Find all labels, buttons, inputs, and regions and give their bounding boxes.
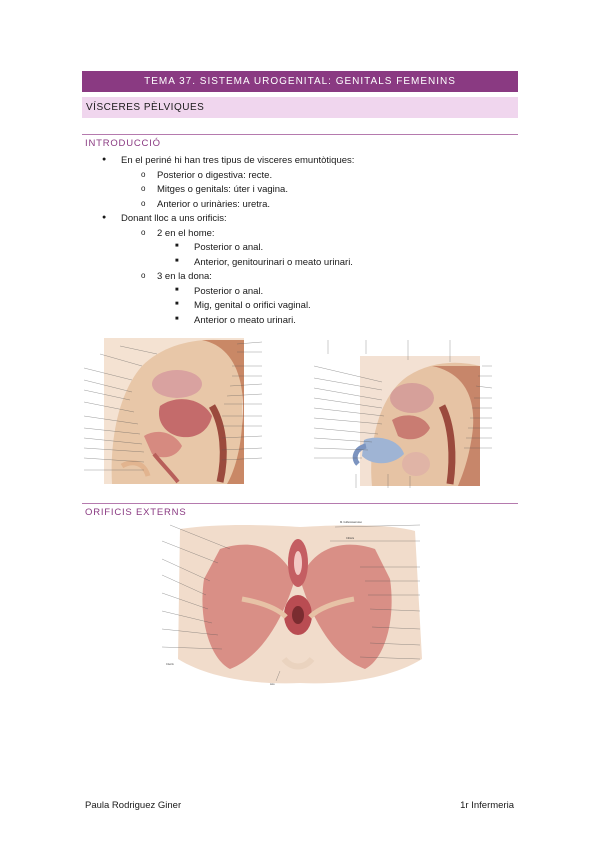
bullet-item: Mitges o genitals: úter i vagina. (141, 184, 288, 195)
bullet-item: Mig, genital o orifici vaginal. (175, 300, 311, 311)
male-pelvis-sagittal-figure (313, 340, 493, 488)
footer-author: Paula Rodriguez Giner (85, 800, 182, 811)
section-heading-orificis-externs: ORIFICIS EXTERNS (85, 507, 187, 518)
bullet-item: Donant lloc a uns orificis: (102, 213, 227, 224)
bullet-item: Posterior o anal. (175, 242, 263, 253)
bullet-item: Posterior o digestiva: recte. (141, 170, 272, 181)
bullet-item: 3 en la dona: (141, 271, 212, 282)
topic-banner: TEMA 37. SISTEMA UROGENITAL: GENITALS FE… (82, 71, 518, 92)
bullet-item: Anterior o meato urinari. (175, 315, 296, 326)
label-bulbocavernoso: M. bulbocavernoso (340, 520, 362, 524)
label-ano: Ano (270, 682, 275, 686)
bullet-item: Anterior, genitourinari o meato urinari. (175, 257, 353, 268)
section-heading-introduccio: INTRODUCCIÓ (85, 138, 161, 149)
female-perineum-figure: M. bulbocavernoso Clítoris Cóccix Ano (161, 520, 422, 686)
bullet-item: En el periné hi han tres tipus de viscer… (102, 155, 354, 166)
bullet-item: Anterior o urinàries: uretra. (141, 199, 270, 210)
bullet-item: 2 en el home: (141, 228, 214, 239)
subtopic-bar: VÍSCERES PÈLVIQUES (82, 97, 518, 118)
section-rule (82, 503, 518, 504)
footer-course: 1r Infermeria (460, 800, 514, 811)
label-coccix: Cóccix (166, 662, 174, 666)
bullet-item: Posterior o anal. (175, 286, 263, 297)
label-clitoris: Clítoris (346, 536, 355, 540)
female-pelvis-sagittal-figure (83, 338, 263, 484)
section-rule (82, 134, 518, 135)
